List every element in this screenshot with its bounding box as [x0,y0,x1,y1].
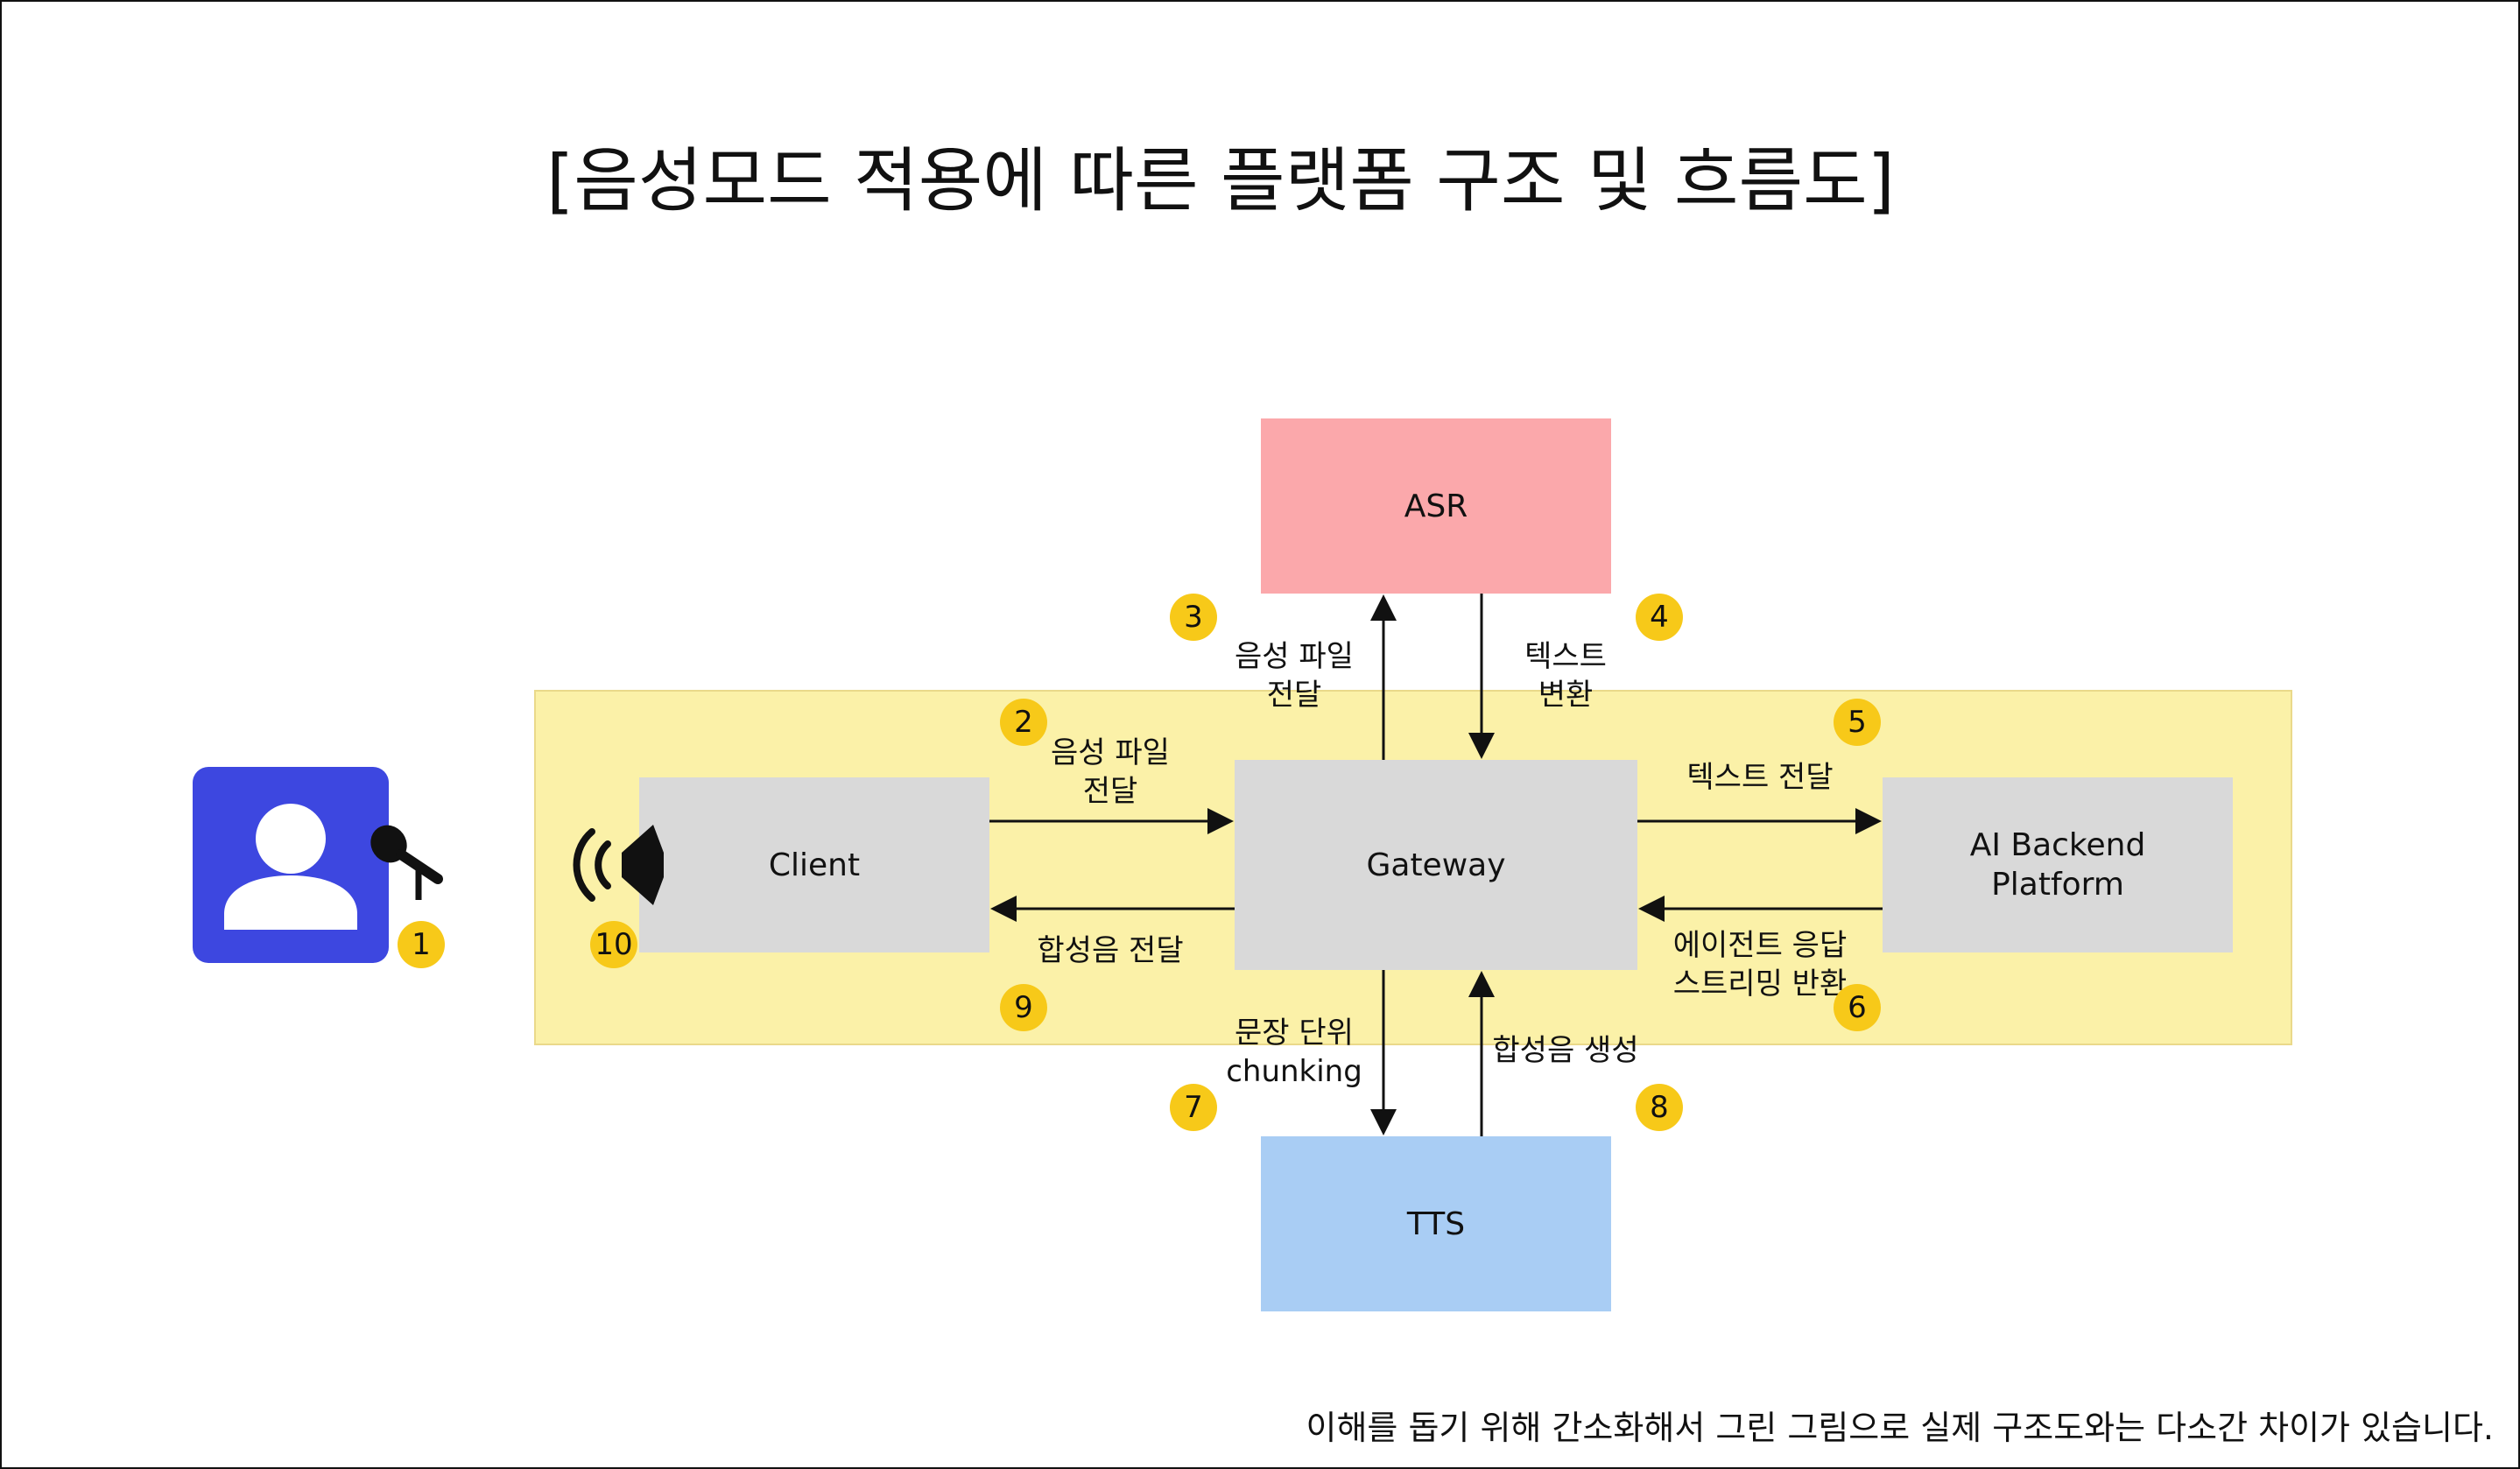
gateway-label: Gateway [1366,847,1506,883]
tts-label: TTS [1406,1205,1466,1242]
edge-label-9: 합성음 전달 [1037,933,1184,968]
step-badge-7: 7 [1170,1084,1217,1131]
edge-label-8: 합성음 생성 [1492,1033,1639,1068]
client-node: Client [639,777,989,952]
step-badge-8: 8 [1636,1084,1683,1131]
speaker-icon [573,825,664,905]
step-badge-2: 2 [1000,699,1047,746]
edge-label-5: 텍스트 전달 [1686,760,1834,795]
step-badge-5: 5 [1834,699,1881,746]
microphone-icon [370,825,443,900]
edge-label-2: 음성 파일 전달 [1051,735,1170,810]
client-label: Client [768,847,861,883]
step-badge-1: 1 [398,921,445,968]
footnote: 이해를 돕기 위해 간소화해서 그린 그림으로 실제 구조도와는 다소간 차이가… [1306,1409,2494,1447]
diagram-title: [음성모드 적용에 따른 플랫폼 구조 및 흐름도] [546,140,1895,221]
gateway-node: Gateway [1235,760,1637,970]
edge-label-7: 문장 단위 chunking [1226,1016,1362,1090]
asr-label: ASR [1404,488,1468,524]
user-avatar-icon [193,767,389,963]
step-badge-3: 3 [1170,594,1217,641]
backend-node: AI Backend Platform [1883,777,2233,952]
step-badge-9: 9 [1000,984,1047,1031]
step-badge-10: 10 [590,921,637,968]
backend-label: AI Backend Platform [1969,827,2146,903]
edge-label-6: 에이전트 응답 스트리밍 반환 [1672,928,1848,1002]
step-badge-6: 6 [1834,984,1881,1031]
edge-label-3: 음성 파일 전달 [1235,639,1354,713]
step-badge-4: 4 [1636,594,1683,641]
tts-node: TTS [1261,1136,1611,1311]
edge-label-4: 텍스트 변환 [1524,639,1607,713]
asr-node: ASR [1261,418,1611,594]
